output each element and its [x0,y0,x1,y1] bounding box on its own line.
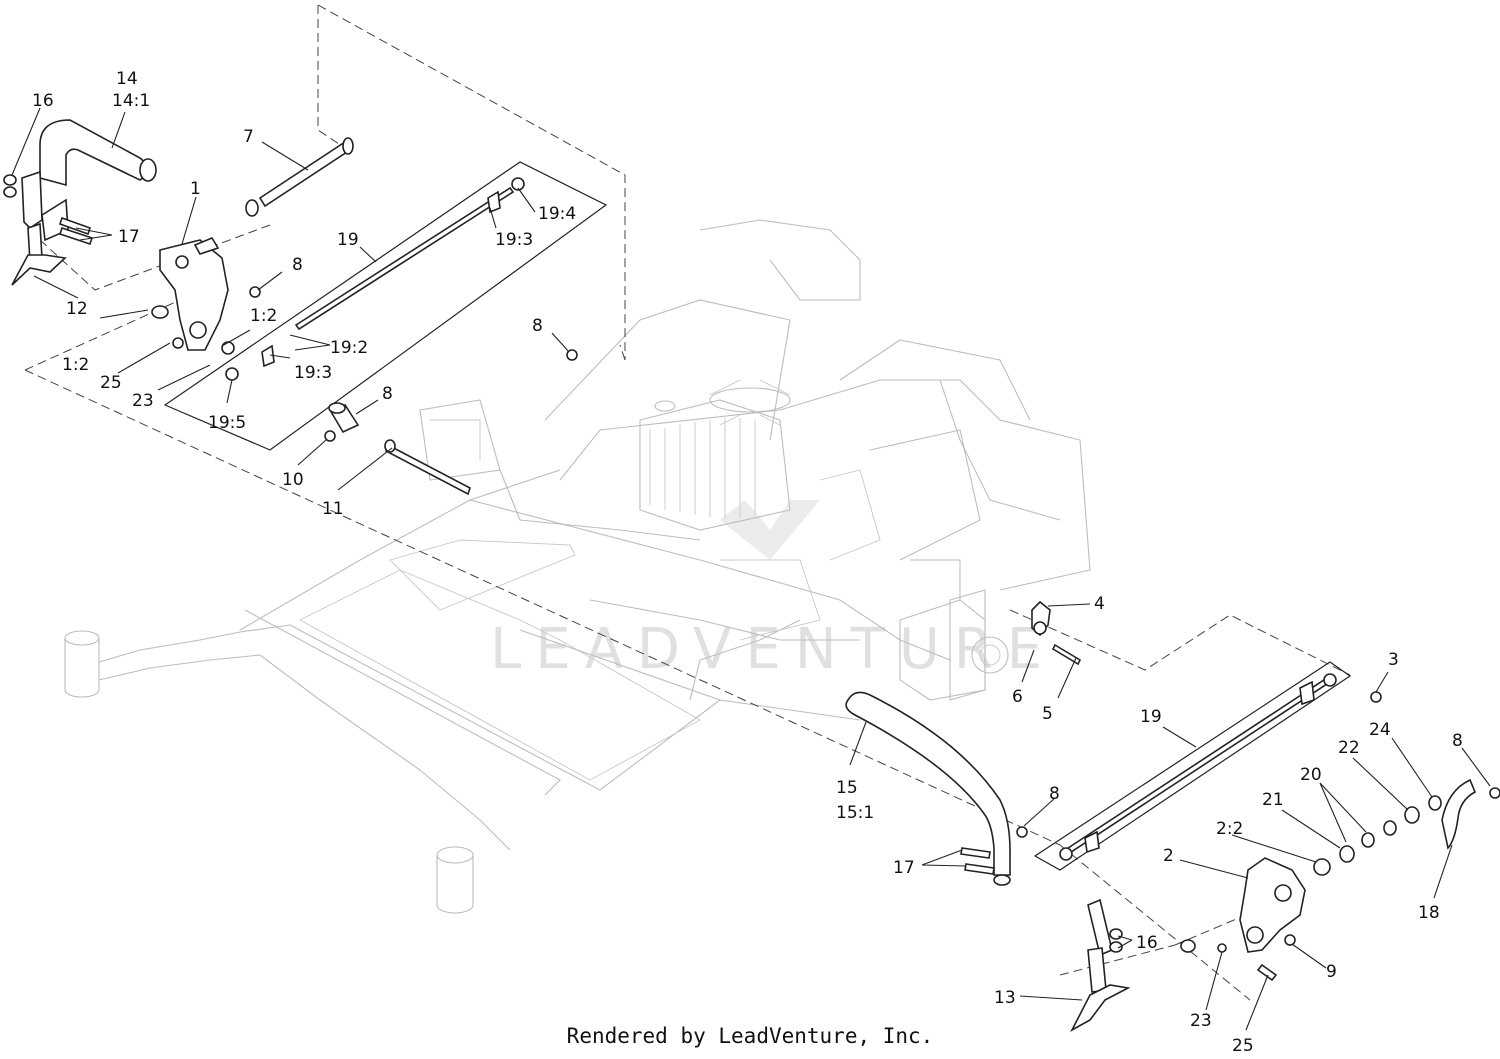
right-control-arm-13 [1070,898,1131,1032]
bolt-11 [384,439,471,496]
callout-19-4: 19:4 [538,204,576,224]
callout-15: 15 [836,778,858,798]
callout-14-1: 14:1 [112,91,150,111]
callout-19-3: 19:3 [294,363,332,383]
small-parts-right [1016,691,1500,982]
clamp-18 [1441,778,1477,850]
callout-3: 3 [1388,650,1399,670]
callout-17: 17 [893,858,915,878]
callout-24: 24 [1369,720,1391,740]
rod-19-left [225,177,525,381]
left-control-handle-14 [39,119,157,187]
callout-1: 1 [190,179,201,199]
callout-23: 23 [1190,1011,1212,1031]
bracket-1-left [151,236,229,351]
callout-2: 2 [1163,846,1174,866]
callout-13: 13 [994,988,1016,1008]
callout-19: 19 [337,230,359,250]
callout-8: 8 [1049,784,1060,804]
right-control-handle-15 [845,691,1011,886]
callout-12: 12 [66,299,88,319]
left-control-arm-12 [11,170,69,286]
callout-19-3: 19:3 [495,230,533,250]
rod-19-right [1059,673,1337,861]
callout-2-2: 2:2 [1216,819,1243,839]
bracket-2-right [1239,857,1306,953]
callout-6: 6 [1012,687,1023,707]
nuts-16-right [1109,928,1123,953]
callout-11: 11 [322,499,344,519]
callout-25: 25 [100,373,122,393]
callout-23: 23 [132,391,154,411]
callout-10: 8 [382,384,393,404]
callout-19-2: 19:2 [330,338,368,358]
callout-labels: 14 14:1 16 7 1 17 19:4 19:3 19 8 12 1:2 … [32,69,1463,1056]
callout-8: 8 [292,255,303,275]
callout-9: 9 [1326,962,1337,982]
callout-17: 17 [118,227,140,247]
callout-8: 8 [532,316,543,336]
callout-16: 16 [32,91,54,111]
callout-4: 4 [1094,594,1105,614]
washers-right [1313,795,1442,876]
assembly-lines [24,4,1351,1001]
callout-21: 21 [1262,790,1284,810]
callout-5: 5 [1042,704,1053,724]
rod-assembly-boxes [163,161,1352,871]
bolts-17-left [58,216,94,246]
callout-19: 19 [1140,707,1162,727]
damper-7 [245,137,354,217]
spacer-10 [328,402,360,434]
callout-14: 14 [116,69,138,89]
callout-22: 22 [1338,738,1360,758]
leader-lines [11,107,1491,1031]
callout-20: 20 [1300,765,1322,785]
callout-8: 10 [282,470,304,490]
callout-8: 8 [1452,731,1463,751]
callout-16: 16 [1136,933,1158,953]
render-credit: Rendered by LeadVenture, Inc. [566,1024,934,1048]
callout-1-2: 1:2 [62,355,89,375]
callout-15-1: 15:1 [836,803,874,823]
nuts-16-left [3,174,17,198]
lever-4 [1031,600,1082,666]
callout-7: 7 [243,127,254,147]
callout-18: 18 [1418,903,1440,923]
bolts-17-right [960,847,995,875]
callout-19-5: 19:5 [208,413,246,433]
small-nuts-left [172,286,578,442]
callout-1-2: 1:2 [250,306,277,326]
callout-25: 25 [1232,1036,1254,1056]
mower-frame [64,219,1091,914]
